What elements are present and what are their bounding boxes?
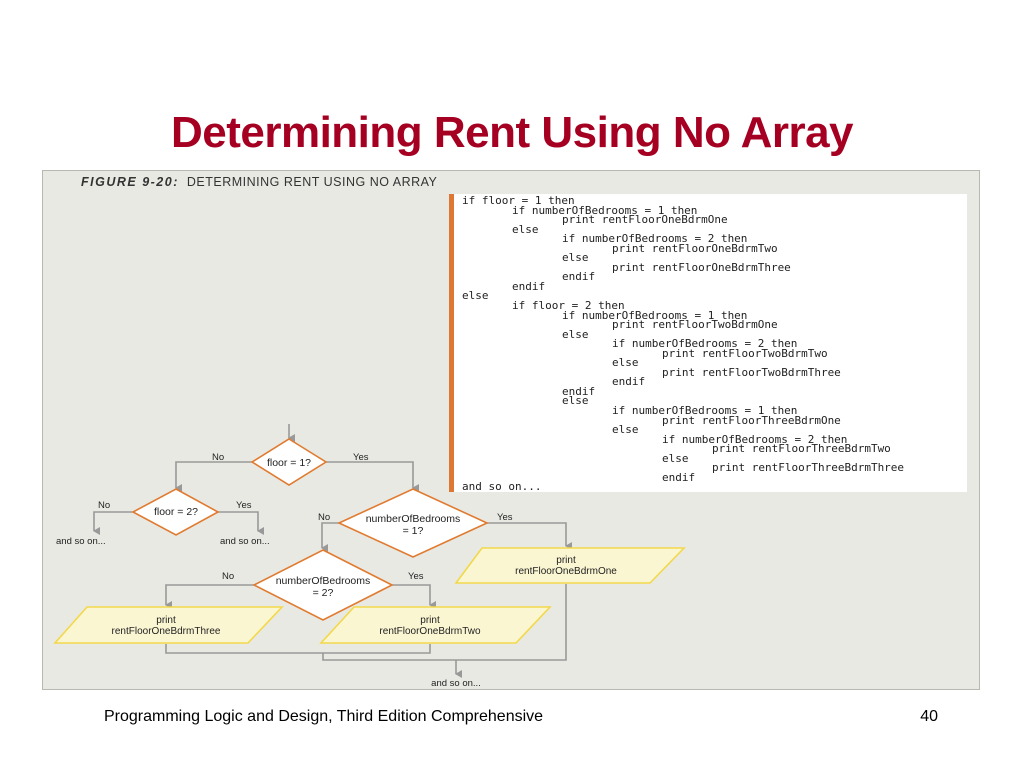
pseudocode-line: print rentFloorThreeBdrmTwo — [712, 442, 891, 456]
pseudocode-line: print rentFloorThreeBdrmThree — [712, 461, 905, 475]
decision-floor2: floor = 2? — [131, 488, 220, 536]
output-bdrm-one-var: rentFloorOneBdrmOne — [515, 566, 617, 577]
pseudocode-line: if floor = 1 then — [462, 194, 575, 207]
pseudocode-line: else — [662, 451, 689, 465]
arrow-bed1-yes — [487, 522, 572, 550]
page-number: 40 — [920, 708, 938, 725]
pseudocode-line: if numberOfBedrooms = 2 then — [562, 232, 748, 246]
figure-panel: FIGURE 9-20: DETERMINING RENT USING NO AR… — [42, 170, 980, 690]
output-bdrm-three-var: rentFloorOneBdrmThree — [112, 626, 221, 637]
pseudocode-line: print rentFloorOneBdrmThree — [612, 260, 791, 274]
branch-labels: No Yes No Yes No Yes No Yes — [98, 452, 513, 582]
label-bed2-no: No — [222, 571, 234, 582]
figure-caption: FIGURE 9-20: DETERMINING RENT USING NO AR… — [81, 175, 437, 189]
slide-title: Determining Rent Using No Array — [170, 108, 854, 157]
pseudocode-line: if numberOfBedrooms = 1 then — [562, 308, 748, 322]
decision-floor1-text: floor = 1? — [267, 457, 311, 469]
pseudocode-line: if numberOfBedrooms = 2 then — [662, 432, 848, 446]
continuation-labels: and so on... and so on... and so on... — [56, 536, 481, 689]
decision-bedrooms2-line2: = 2? — [313, 587, 334, 599]
pseudocode-line: endif — [662, 470, 696, 484]
label-floor1-yes: Yes — [353, 452, 369, 463]
decision-bedrooms1: numberOfBedrooms = 1? — [337, 488, 489, 558]
pseudocode-line: endif — [562, 384, 596, 398]
arrow-bed2-no — [165, 584, 254, 609]
decision-floor1: floor = 1? — [250, 438, 328, 486]
pseudocode-line: print rentFloorOneBdrmOne — [562, 213, 728, 227]
merge-inner — [165, 644, 431, 654]
pseudocode-line: endif — [562, 270, 596, 284]
and-so-on-floor2-no: and so on... — [56, 536, 106, 547]
pseudocode-line: print rentFloorTwoBdrmTwo — [662, 346, 828, 360]
pseudocode-line: else — [612, 356, 639, 370]
and-so-on-exit: and so on... — [431, 678, 481, 689]
pseudocode-line: print rentFloorTwoBdrmOne — [612, 318, 778, 332]
label-bed1-no: No — [318, 512, 330, 523]
decision-bedrooms1-line1: numberOfBedrooms — [366, 513, 461, 525]
output-bdrm-two: print rentFloorOneBdrmTwo — [319, 606, 552, 644]
arrow-floor2-yes — [218, 511, 264, 535]
footer-course-title: Programming Logic and Design, Third Edit… — [104, 708, 544, 725]
output-bdrm-three: print rentFloorOneBdrmThree — [53, 606, 284, 644]
pseudocode-line: else — [462, 289, 489, 303]
decision-floor2-text: floor = 2? — [154, 506, 198, 518]
label-floor2-yes: Yes — [236, 500, 252, 511]
pseudocode-line: else — [612, 423, 639, 437]
label-bed1-yes: Yes — [497, 512, 513, 523]
label-bed2-yes: Yes — [408, 571, 424, 582]
label-floor2-no: No — [98, 500, 110, 511]
pseudocode-line: print rentFloorThreeBdrmOne — [662, 413, 841, 427]
output-bdrm-one: print rentFloorOneBdrmOne — [454, 547, 686, 584]
arrow-floor2-no — [93, 511, 133, 535]
and-so-on-floor2-yes: and so on... — [220, 536, 270, 547]
arrow-floor1-yes — [326, 461, 419, 492]
label-floor1-no: No — [212, 452, 224, 463]
pseudocode-line: and so on... — [462, 480, 542, 494]
pseudocode-line: print rentFloorOneBdrmTwo — [612, 241, 778, 255]
pseudocode-line: if numberOfBedrooms = 2 then — [612, 337, 798, 351]
pseudocode-line: else — [562, 394, 589, 408]
decision-bedrooms2-line1: numberOfBedrooms — [276, 575, 371, 587]
pseudocode-line: print rentFloorTwoBdrmThree — [662, 365, 841, 379]
arrow-bed1-no — [321, 522, 339, 552]
pseudocode-line: else — [562, 251, 589, 265]
arrow-bed2-yes — [392, 584, 436, 609]
pseudocode-line: if numberOfBedrooms = 1 then — [512, 203, 698, 217]
figure-caption-number: FIGURE 9-20: — [81, 175, 179, 189]
output-bdrm-two-print: print — [420, 615, 440, 626]
pseudocode-line: else — [512, 222, 539, 236]
pseudocode-line: else — [562, 327, 589, 341]
merge-outer — [322, 584, 567, 661]
pseudocode-line: endif — [512, 279, 546, 293]
output-bdrm-one-print: print — [556, 555, 576, 566]
pseudocode-line: if floor = 2 then — [512, 299, 625, 313]
decision-bedrooms2: numberOfBedrooms = 2? — [252, 549, 394, 621]
pseudocode-line: endif — [612, 375, 646, 389]
arrow-floor1-no — [175, 461, 252, 492]
output-bdrm-two-var: rentFloorOneBdrmTwo — [379, 626, 481, 637]
pseudocode-line: if numberOfBedrooms = 1 then — [612, 404, 798, 418]
figure-caption-text: DETERMINING RENT USING NO ARRAY — [186, 175, 438, 189]
output-bdrm-three-print: print — [156, 615, 176, 626]
flow-connectors — [93, 424, 572, 678]
decision-bedrooms1-line2: = 1? — [403, 525, 424, 537]
